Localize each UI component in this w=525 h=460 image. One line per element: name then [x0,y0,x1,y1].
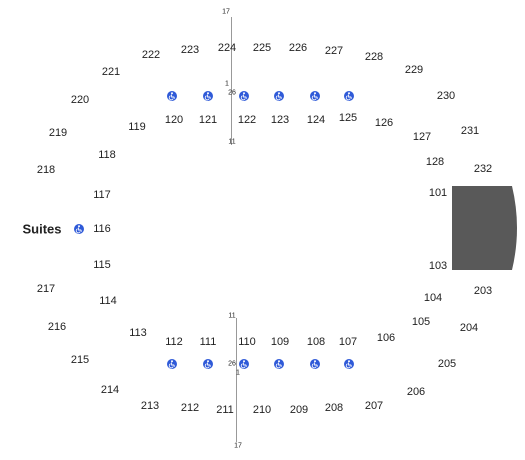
aisle-line-top [231,17,232,145]
row-label: 11 [228,312,236,320]
section-127[interactable]: 127 [412,131,432,143]
wheelchair-icon [203,359,213,369]
section-229[interactable]: 229 [404,64,424,76]
section-108[interactable]: 108 [306,336,326,348]
row-label: 17 [222,8,230,16]
wheelchair-icon [74,224,84,234]
wheelchair-icon [274,91,284,101]
row-label: 11 [228,138,236,146]
row-label: 1 [225,80,229,88]
wheelchair-icon [344,359,354,369]
section-111[interactable]: 111 [199,336,217,348]
row-label: 26 [228,360,236,368]
section-112[interactable]: 112 [165,336,183,348]
row-label: 1 [236,369,240,377]
section-116[interactable]: 116 [93,223,111,235]
section-214[interactable]: 214 [100,384,120,396]
section-101[interactable]: 101 [428,187,448,199]
section-107[interactable]: 107 [338,336,358,348]
section-210[interactable]: 210 [252,404,272,416]
section-226[interactable]: 226 [288,42,308,54]
section-103[interactable]: 103 [428,260,448,272]
row-label: 17 [234,442,242,450]
section-223[interactable]: 223 [180,44,200,56]
aisle-line-bottom [236,318,237,442]
section-230[interactable]: 230 [436,90,456,102]
wheelchair-icon [203,91,213,101]
section-114[interactable]: 114 [99,295,117,307]
section-219[interactable]: 219 [48,127,68,139]
section-118[interactable]: 118 [98,149,116,161]
section-217[interactable]: 217 [36,283,56,295]
section-206[interactable]: 206 [406,386,426,398]
section-109[interactable]: 109 [270,336,290,348]
section-232[interactable]: 232 [473,163,493,175]
wheelchair-icon [239,359,249,369]
section-207[interactable]: 207 [364,400,384,412]
section-231[interactable]: 231 [460,125,480,137]
wheelchair-icon [344,91,354,101]
section-117[interactable]: 117 [93,189,111,201]
section-122[interactable]: 122 [237,114,257,126]
wheelchair-icon [310,91,320,101]
section-213[interactable]: 213 [140,400,160,412]
section-106[interactable]: 106 [376,332,396,344]
section-125[interactable]: 125 [338,112,358,124]
section-209[interactable]: 209 [289,404,309,416]
section-120[interactable]: 120 [164,114,184,126]
section-123[interactable]: 123 [270,114,290,126]
section-121[interactable]: 121 [198,114,218,126]
section-119[interactable]: 119 [128,121,146,133]
section-218[interactable]: 218 [36,164,56,176]
section-205[interactable]: 205 [437,358,457,370]
wheelchair-icon [167,359,177,369]
section-216[interactable]: 216 [47,321,67,333]
section-124[interactable]: 124 [306,114,326,126]
stage [452,186,520,270]
section-126[interactable]: 126 [374,117,394,129]
section-222[interactable]: 222 [141,49,161,61]
section-208[interactable]: 208 [324,402,344,414]
section-115[interactable]: 115 [93,259,111,271]
section-211[interactable]: 211 [216,404,234,416]
section-128[interactable]: 128 [425,156,445,168]
section-204[interactable]: 204 [459,322,479,334]
section-104[interactable]: 104 [423,292,443,304]
section-228[interactable]: 228 [364,51,384,63]
section-203[interactable]: 203 [473,285,493,297]
section-105[interactable]: 105 [411,316,431,328]
section-215[interactable]: 215 [70,354,90,366]
wheelchair-icon [167,91,177,101]
section-221[interactable]: 221 [101,66,121,78]
wheelchair-icon [310,359,320,369]
section-110[interactable]: 110 [238,336,256,348]
section-113[interactable]: 113 [129,327,147,339]
row-label: 26 [228,89,236,97]
section-220[interactable]: 220 [70,94,90,106]
suites-label[interactable]: Suites [22,221,62,237]
wheelchair-icon [239,91,249,101]
section-224[interactable]: 224 [217,42,237,54]
section-225[interactable]: 225 [252,42,272,54]
section-212[interactable]: 212 [180,402,200,414]
section-227[interactable]: 227 [324,45,344,57]
wheelchair-icon [274,359,284,369]
